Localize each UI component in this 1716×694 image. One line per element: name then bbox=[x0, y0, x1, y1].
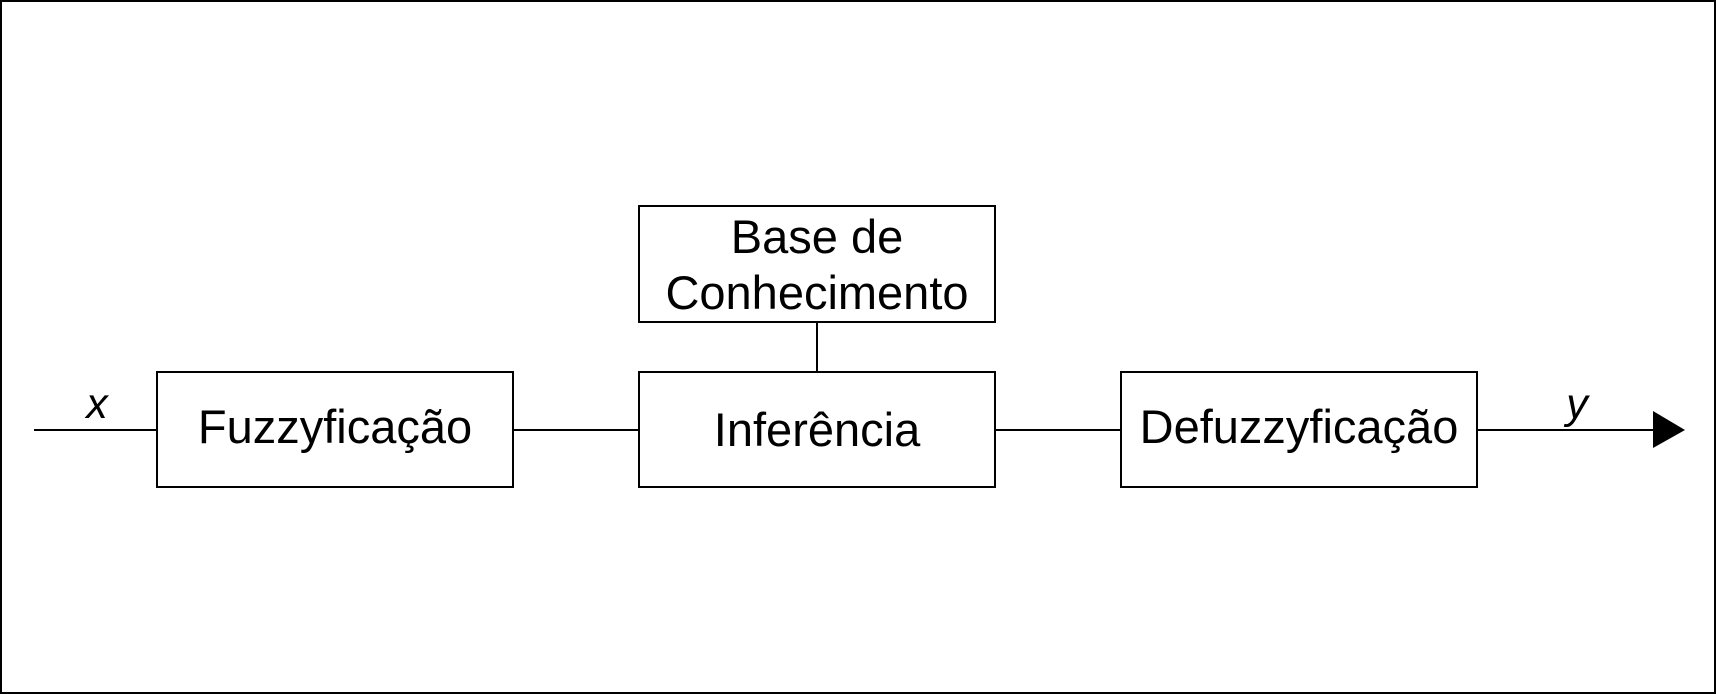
input-variable-label: x bbox=[84, 380, 109, 428]
defuzzyficacao-label: Defuzzyficação bbox=[1140, 400, 1459, 453]
defuzzyficacao-box bbox=[1120, 371, 1478, 488]
fuzzyficacao-label: Fuzzyficação bbox=[198, 400, 472, 453]
inferencia-box bbox=[638, 371, 996, 488]
inferencia-label: Inferência bbox=[714, 403, 921, 456]
base-conhecimento-label-line1: Base de bbox=[731, 210, 903, 263]
fuzzyficacao-box bbox=[156, 371, 514, 488]
base-conhecimento-label-line2: Conhecimento bbox=[665, 266, 968, 319]
output-arrowhead bbox=[1653, 411, 1685, 448]
output-variable-label: y bbox=[1563, 380, 1590, 428]
base-conhecimento-box bbox=[638, 205, 996, 323]
